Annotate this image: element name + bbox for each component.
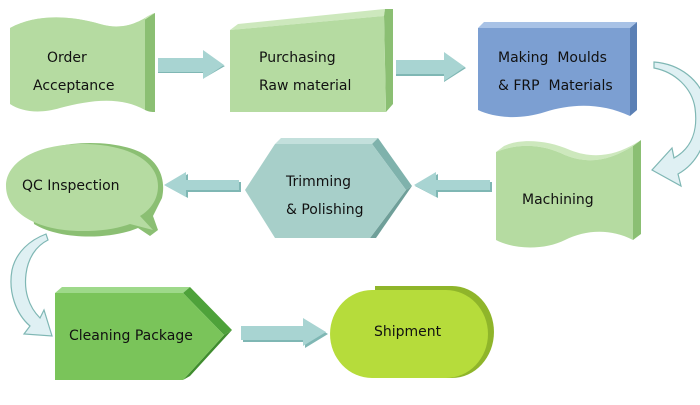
trimming-shape (245, 138, 412, 238)
purchasing-face (230, 16, 386, 112)
purchasing-top (230, 9, 385, 30)
purchasing-shape (230, 9, 393, 112)
cleaning-package-side (183, 287, 232, 335)
trimming-top (275, 138, 378, 144)
machining-shape (496, 140, 641, 248)
order-acceptance-side (145, 13, 155, 112)
machining-face (496, 145, 633, 248)
machining-label: Machining (522, 192, 594, 208)
making-moulds-label-line2: & FRP Materials (498, 78, 613, 94)
making-moulds-face (478, 28, 630, 118)
trimming-side (372, 138, 412, 190)
order-acceptance-label-line2: Acceptance (33, 78, 115, 94)
arrow-purchasing-to-moulds (396, 52, 466, 82)
making-moulds-side (630, 22, 637, 116)
cleaning-package-label: Cleaning Package (69, 328, 193, 344)
purchasing-label-line1: Purchasing (259, 50, 336, 66)
qc-inspection-face (6, 144, 158, 231)
order-acceptance-face (10, 17, 145, 112)
trimming-label-line1: Trimming (286, 174, 352, 190)
trimming-face (245, 144, 406, 238)
making-moulds-label-line1: Making Moulds (498, 50, 607, 66)
purchasing-label-line2: Raw material (259, 78, 352, 94)
cleaning-package-shape (55, 287, 232, 380)
making-moulds-shape (478, 22, 637, 118)
shipment-label: Shipment (374, 324, 442, 340)
cleaning-package-face (55, 293, 224, 380)
cleaning-package-top (55, 287, 190, 293)
arrow-machining-to-trimming (414, 172, 492, 198)
arrow-order-to-purchasing (158, 50, 225, 79)
curved-arrow-moulds-to-machining (651, 61, 700, 188)
order-acceptance-shape (10, 13, 155, 112)
curved-arrow-qc-to-cleaning (10, 233, 53, 337)
shipment-face (330, 290, 488, 378)
trimming-side-low (370, 186, 412, 238)
qc-inspection-label: QC Inspection (22, 178, 120, 194)
machining-top (496, 140, 641, 161)
arrow-cleaning-to-shipment (241, 318, 328, 348)
trimming-label-line2: & Polishing (286, 202, 364, 218)
purchasing-side (384, 9, 393, 112)
cleaning-package-side-low (183, 330, 232, 380)
order-acceptance-label-line1: Order (47, 50, 87, 66)
shipment-shape (330, 286, 494, 378)
machining-side (633, 140, 641, 240)
making-moulds-top (478, 22, 637, 28)
arrow-trimming-to-qc (164, 172, 241, 198)
qc-inspection-shape (6, 142, 164, 237)
